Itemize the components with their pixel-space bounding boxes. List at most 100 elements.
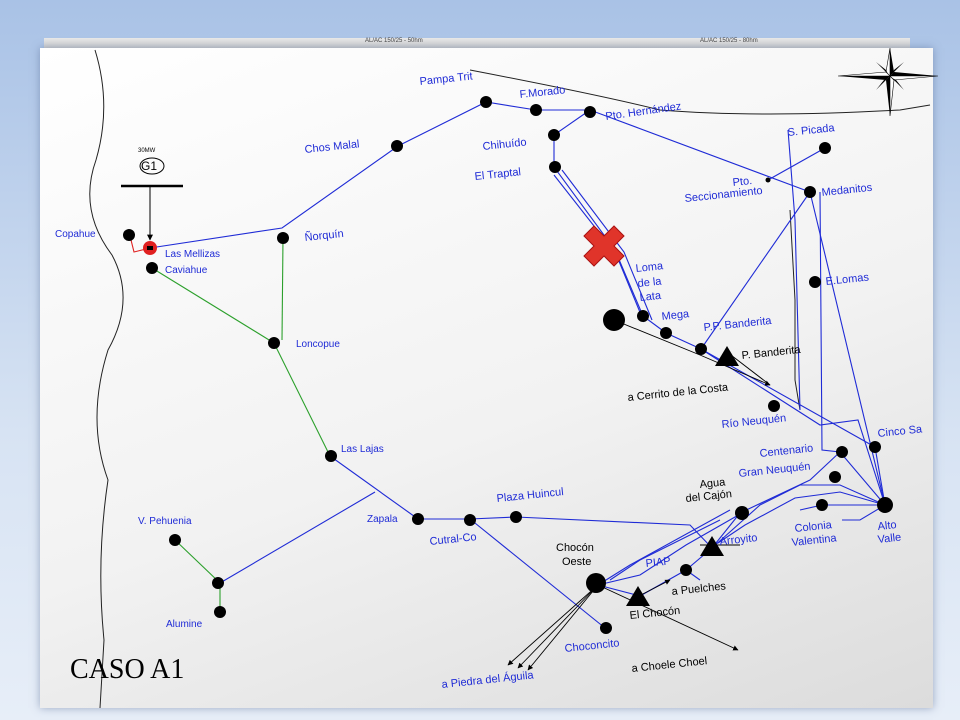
generator-power: 30MW [138, 148, 156, 154]
node-choconcito[interactable] [600, 622, 612, 634]
header-line-label-2: AL/AC 150/25 - 80hm [700, 38, 758, 44]
node-s-picada[interactable] [819, 142, 831, 154]
node-medanitos[interactable] [804, 186, 816, 198]
node-loma-de-la-lata[interactable] [637, 310, 649, 322]
node-loncopue[interactable] [268, 337, 280, 349]
label-mega: Mega [661, 308, 690, 323]
node-pp-banderita[interactable] [695, 343, 707, 355]
plant-p-banderita[interactable] [715, 346, 739, 366]
label-agua-2: del Cajón [685, 488, 732, 505]
label-caviahue: Caviahue [165, 265, 208, 276]
node-zapala[interactable] [412, 513, 424, 525]
node-cinco-saltos[interactable] [869, 441, 881, 453]
node-colonia-valentina[interactable] [816, 499, 828, 511]
node-cutral-co[interactable] [464, 514, 476, 526]
node-rio-neuquen[interactable] [768, 400, 780, 412]
node-alumine[interactable] [214, 606, 226, 618]
label-alto-valle-1: Alto [877, 519, 897, 533]
label-norquin: Ñorquín [304, 227, 344, 244]
label-plaza-huincul: Plaza Huincul [496, 486, 564, 505]
station-labels: Copahue Las Mellizas Caviahue Pampa Trit… [55, 70, 924, 690]
node-el-traptal[interactable] [549, 161, 561, 173]
label-v-pehuenia: V. Pehuenia [138, 516, 192, 527]
label-centenario: Centenario [759, 442, 814, 460]
label-rio-neuquen: Río Neuquén [721, 412, 787, 431]
label-chihuido: Chihuído [482, 136, 527, 153]
node-chocon-oeste[interactable] [586, 573, 606, 593]
label-alumine: Alumine [166, 619, 203, 630]
node-chos-malal[interactable] [391, 140, 403, 152]
node-plaza-huincul[interactable] [510, 511, 522, 523]
label-chos-malal: Chos Malal [304, 138, 360, 156]
node-alumine-upper[interactable] [212, 577, 224, 589]
label-las-mellizas: Las Mellizas [165, 249, 220, 260]
green-lines [151, 237, 331, 612]
node-agua-del-cajon[interactable] [735, 506, 749, 520]
label-f-morado: F.Morado [519, 84, 566, 101]
node-seccionamiento[interactable] [765, 177, 771, 183]
map-panel [40, 48, 933, 708]
node-copahue[interactable] [123, 229, 135, 241]
node-alto-valle[interactable] [877, 497, 893, 513]
label-chocon-oeste-2: Oeste [562, 556, 591, 568]
node-norquin[interactable] [277, 232, 289, 244]
compass-rose-icon [837, 47, 939, 117]
label-loncopue: Loncopue [296, 339, 340, 350]
header-strip [44, 38, 910, 48]
label-agua-1: Agua [699, 476, 727, 491]
node-e-lomas[interactable] [809, 276, 821, 288]
label-gran-neuquen: Gran Neuquén [738, 461, 811, 480]
label-cinco-saltos: Cinco Sa [877, 423, 924, 440]
black-lines [507, 319, 771, 671]
generator-name: G1 [141, 159, 157, 173]
label-cutral-co: Cutral-Co [429, 531, 477, 548]
label-piedra: a Piedra del Águila [441, 668, 535, 691]
label-loma-1: Loma [635, 260, 664, 275]
label-colonia-1: Colonia [794, 519, 833, 535]
node-v-pehuenia[interactable] [169, 534, 181, 546]
bus-nodes [123, 96, 893, 634]
hydro-plants [626, 346, 739, 606]
label-e-lomas: E.Lomas [825, 271, 870, 288]
label-arroyito: Arroyito [719, 532, 758, 548]
province-borders [89, 49, 931, 709]
label-pto-1: Pto. [732, 175, 753, 189]
label-piap: PIAP [645, 555, 671, 570]
label-cerrito: a Cerrito de la Costa [627, 381, 729, 404]
node-centenario[interactable] [836, 446, 848, 458]
label-alto-valle-2: Valle [877, 532, 902, 546]
label-colonia-2: Valentina [791, 532, 838, 549]
fault-x-icon[interactable] [583, 225, 625, 267]
blue-lines [149, 101, 886, 629]
label-s-picada: S. Picada [787, 122, 836, 139]
node-f-morado[interactable] [530, 104, 542, 116]
node-mega[interactable] [660, 327, 672, 339]
plant-arroyito[interactable] [700, 536, 724, 556]
node-las-lajas[interactable] [325, 450, 337, 462]
label-loma-2: de la [637, 275, 663, 290]
label-medanitos: Medanitos [821, 182, 873, 199]
label-pp-banderita: P.P. Banderita [703, 315, 773, 334]
plant-el-chocon[interactable] [626, 586, 650, 606]
label-choele: a Choele Choel [631, 655, 708, 675]
node-big-loma[interactable] [603, 309, 625, 331]
label-copahue: Copahue [55, 229, 96, 240]
header-line-label-1: AL/AC 150/25 - 50hm [365, 38, 423, 44]
label-p-banderita: P. Banderita [741, 344, 802, 362]
generator-symbol [139, 157, 165, 175]
label-el-chocon: El Chocón [629, 605, 681, 622]
label-puelches: a Puelches [671, 580, 727, 598]
node-piap[interactable] [680, 564, 692, 576]
plant-labels: P. Banderita a Cerrito de la Costa Agua … [556, 344, 802, 675]
label-pampa-trit: Pampa Trit [419, 70, 473, 87]
node-gran-neuquen[interactable] [829, 471, 841, 483]
generator-g1[interactable]: 30MW G1 [121, 148, 183, 255]
node-pampa-trit[interactable] [480, 96, 492, 108]
label-pto-hernandez: Pto. Hernández [605, 100, 682, 123]
label-pto-2: Seccionamiento [684, 185, 763, 205]
node-pto-hernandez[interactable] [584, 106, 596, 118]
node-chihuido[interactable] [548, 129, 560, 141]
node-caviahue[interactable] [146, 262, 158, 274]
